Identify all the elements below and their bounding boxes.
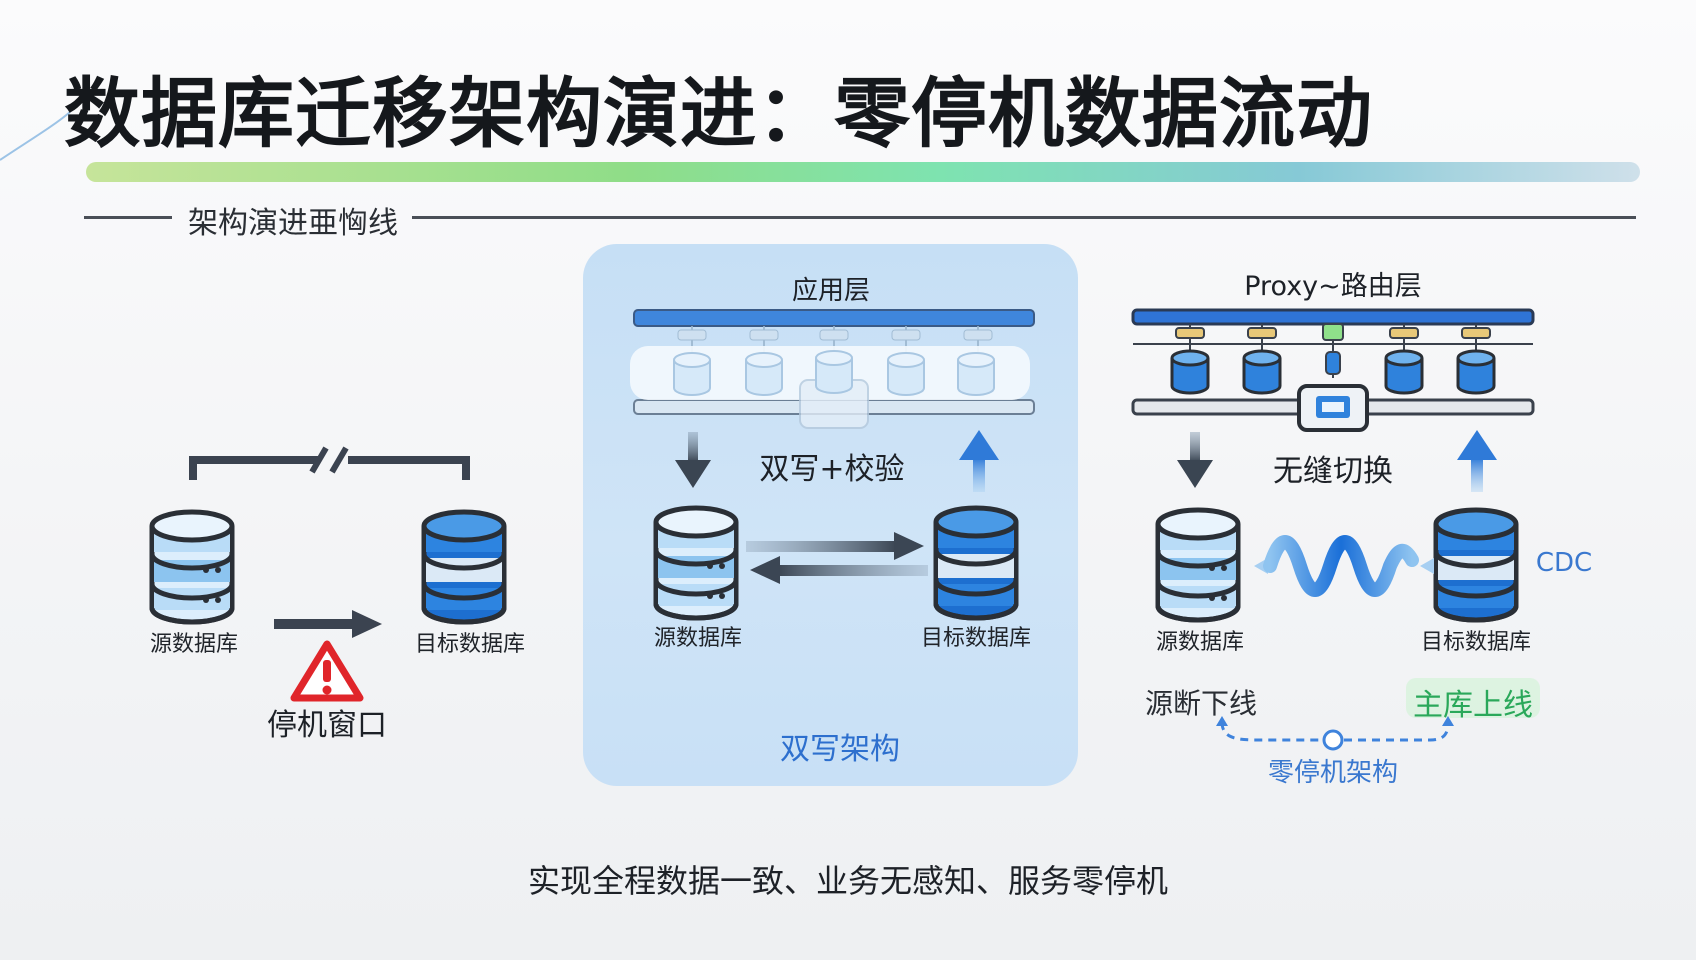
footer-summary: 实现全程数据一致、业务无感知、服务零停机 bbox=[527, 862, 1168, 900]
right-target-database-icon bbox=[1436, 510, 1516, 620]
middle-source-database-icon bbox=[656, 508, 736, 618]
migration-arrow-icon bbox=[274, 610, 382, 638]
application-nodes bbox=[677, 326, 993, 352]
right-down-arrow-icon bbox=[1177, 432, 1213, 488]
source-offline-label: 源断下线 bbox=[1144, 687, 1257, 720]
middle-up-arrow-icon bbox=[959, 430, 999, 492]
middle-down-arrow-icon bbox=[675, 432, 711, 488]
faded-app-databases bbox=[673, 350, 995, 429]
right-source-database-icon bbox=[1158, 510, 1238, 620]
online-highlight bbox=[1406, 678, 1540, 718]
dual-write-architecture-label: 双写架构 bbox=[780, 732, 900, 767]
downtime-window-label: 停机窗口 bbox=[267, 708, 387, 743]
seamless-switch-label: 无缝切换 bbox=[1273, 454, 1393, 489]
middle-target-label: 目标数据库 bbox=[920, 626, 1031, 651]
left-source-database-icon bbox=[152, 512, 232, 622]
zero-downtime-cycle-connector bbox=[1216, 716, 1454, 751]
left-target-label: 目标数据库 bbox=[414, 632, 525, 657]
switch-router-icon bbox=[1297, 323, 1369, 432]
page-title: 数据库迁移架构演进：零停机数据流动 bbox=[64, 69, 1373, 158]
proxy-layer-label: Proxy~路由层 bbox=[1244, 271, 1422, 302]
proxy-nodes bbox=[1170, 324, 1496, 395]
decorative-curve bbox=[0, 111, 71, 161]
section-subtitle: 架构演进亜恟线 bbox=[188, 206, 398, 241]
application-layer-label: 应用层 bbox=[791, 276, 870, 306]
middle-target-database-icon bbox=[936, 508, 1016, 618]
subtitle-divider-left bbox=[84, 216, 172, 219]
primary-online-label: 主库上线 bbox=[1413, 688, 1533, 723]
zero-downtime-architecture-label: 零停机架构 bbox=[1267, 758, 1398, 788]
title-accent-bar bbox=[86, 162, 1640, 182]
left-bracket-connector bbox=[189, 446, 470, 480]
right-source-label: 源数据库 bbox=[1155, 630, 1244, 655]
dual-write-verify-label: 双写+校验 bbox=[759, 452, 905, 487]
right-target-label: 目标数据库 bbox=[1420, 630, 1531, 655]
left-target-database-icon bbox=[424, 512, 504, 622]
cdc-stream-wave-icon bbox=[1254, 535, 1434, 597]
cdc-label: CDC bbox=[1535, 548, 1593, 578]
subtitle-divider-right bbox=[412, 216, 1636, 219]
middle-source-label: 源数据库 bbox=[653, 626, 742, 651]
bidirectional-sync-arrows-icon bbox=[746, 532, 928, 584]
left-source-label: 源数据库 bbox=[149, 632, 238, 657]
right-up-arrow-icon bbox=[1457, 430, 1497, 492]
warning-icon bbox=[290, 640, 364, 702]
